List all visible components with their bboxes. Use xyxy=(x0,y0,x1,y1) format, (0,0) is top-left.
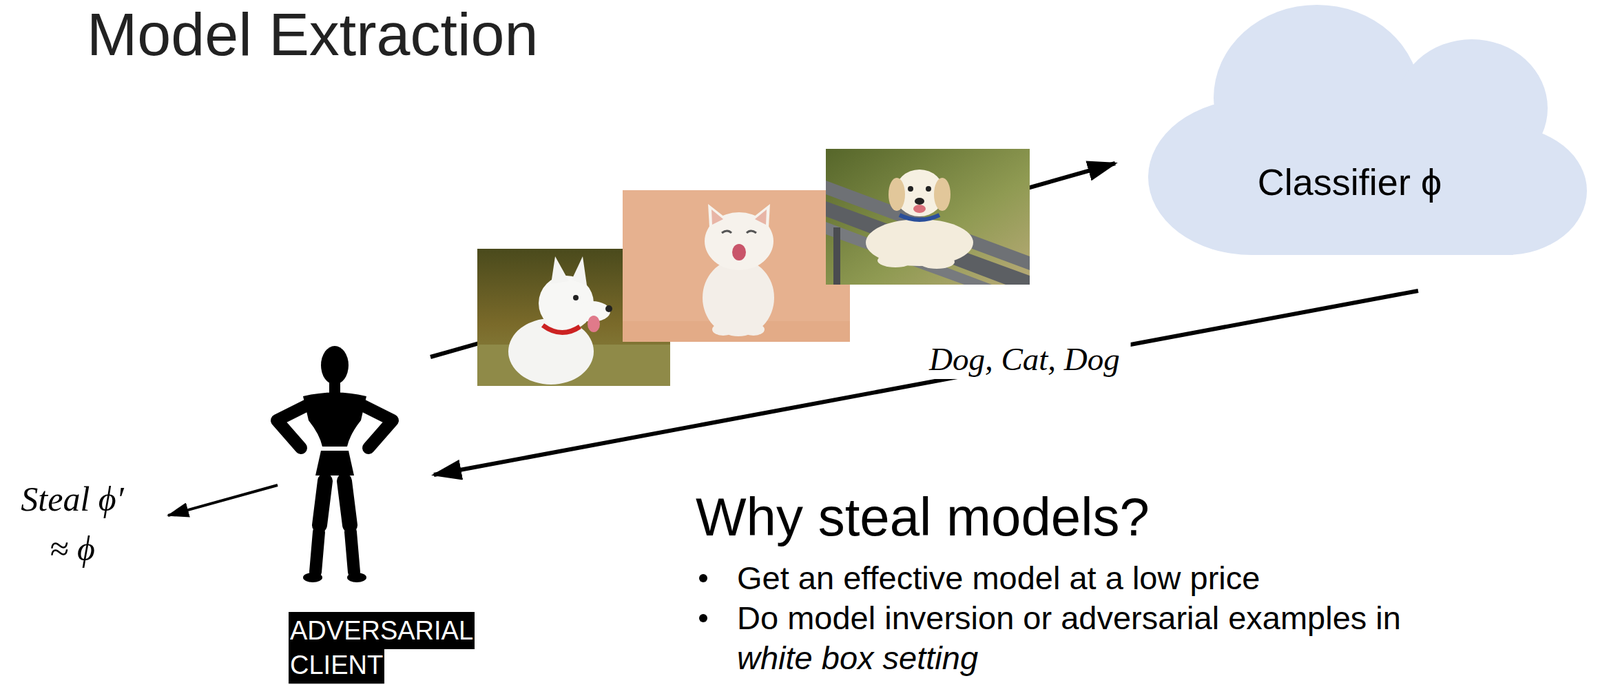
bullet-dot xyxy=(699,573,708,583)
steal-arrow xyxy=(168,484,278,516)
bullet-dot xyxy=(699,613,708,622)
steal-note: Steal ϕ′ ≈ ϕ xyxy=(10,473,135,574)
cloud-shape xyxy=(1148,4,1587,255)
cloud-text-holder: Classifier ϕ xyxy=(1148,4,1587,255)
cat-photo xyxy=(622,190,850,342)
edge-label: Dog, Cat, Dog xyxy=(918,338,1131,379)
bullet-text: Get an effective model at a low price xyxy=(736,557,1260,598)
arrow-connector xyxy=(433,290,1419,475)
bullet-text: Do model inversion or adversarial exampl… xyxy=(736,597,1401,638)
bullet-text: Get an effective model at a low price xyxy=(736,557,1260,598)
mannequin-figure xyxy=(268,344,431,583)
client-label-holder: ADVERSARIAL CLIENT xyxy=(288,613,496,682)
section-heading: Why steal models? xyxy=(695,485,1150,548)
adversarial-client: ADVERSARIAL CLIENT xyxy=(268,344,431,583)
bullet-text-italic: white box setting xyxy=(736,637,1401,678)
classifier-cloud: Classifier ϕ xyxy=(1148,4,1587,255)
slide-title: Model Extraction xyxy=(86,2,538,67)
node-label: Classifier ϕ xyxy=(1257,160,1442,204)
bullet-text: Do model inversion or adversarial exampl… xyxy=(736,597,1401,678)
dog-bench-photo xyxy=(825,148,1030,285)
client-label: ADVERSARIAL CLIENT xyxy=(288,611,475,684)
